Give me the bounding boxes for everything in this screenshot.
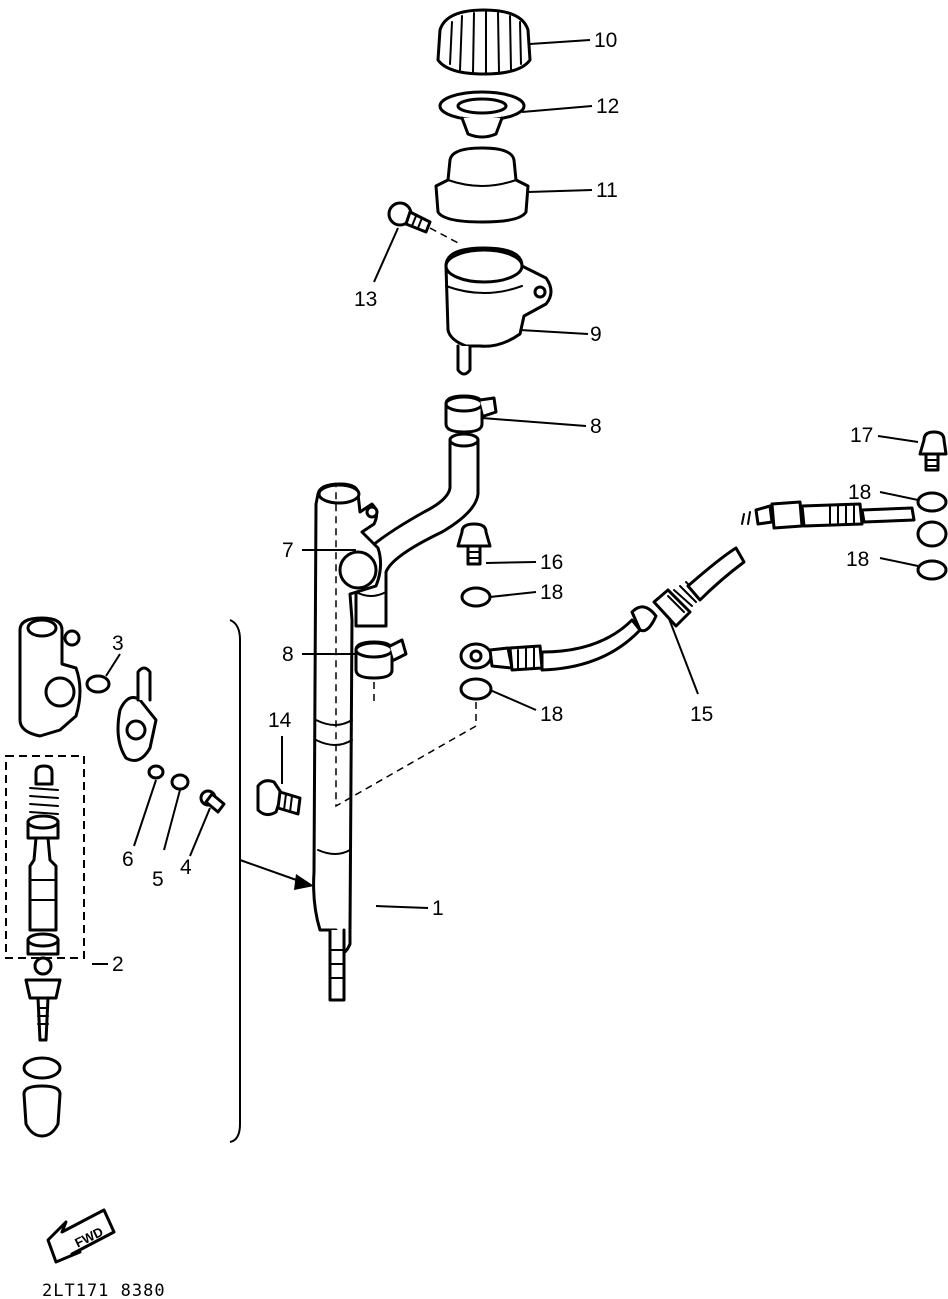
callout-17: 17 xyxy=(850,424,873,447)
washer-right-2 xyxy=(916,559,948,581)
reservoir-hose xyxy=(354,432,480,628)
callout-8-upper: 8 xyxy=(590,415,602,438)
drawing-code: 2LT171 8380 xyxy=(42,1281,166,1299)
callout-10: 10 xyxy=(594,29,617,52)
washer-small xyxy=(147,764,165,780)
callout-18-right-lower: 18 xyxy=(846,548,869,571)
bolt-guide-line xyxy=(429,227,461,245)
union-bolt xyxy=(256,779,302,817)
callout-13: 13 xyxy=(354,288,377,311)
copper-washer-upper xyxy=(460,586,492,608)
o-ring xyxy=(85,674,111,694)
callout-1: 1 xyxy=(432,897,444,920)
reservoir-tank xyxy=(444,246,553,376)
callout-18-right-upper: 18 xyxy=(848,481,871,504)
callout-12: 12 xyxy=(596,95,619,118)
bleed-screw-right xyxy=(918,430,948,472)
fwd-arrow-icon: FWD xyxy=(46,1208,116,1264)
callout-8-lower: 8 xyxy=(282,643,294,666)
banjo-guide-line xyxy=(335,484,477,808)
bleed-screw-center xyxy=(456,522,492,566)
banjo-eye-right xyxy=(916,520,948,548)
hose-clamp-upper xyxy=(444,394,498,434)
copper-washer-lower xyxy=(459,677,493,701)
assembly-arrowhead xyxy=(294,874,314,890)
rear-master-cylinder xyxy=(312,482,383,1002)
hose-joint xyxy=(116,666,158,762)
hose-clamp-lower xyxy=(354,638,408,680)
callout-18-center-lower: 18 xyxy=(540,703,563,726)
callout-11: 11 xyxy=(596,179,618,202)
callout-2: 2 xyxy=(112,953,124,976)
callout-15: 15 xyxy=(690,703,713,726)
brake-hose xyxy=(459,546,746,672)
master-cylinder-body-left xyxy=(18,616,82,738)
assembly-bracket xyxy=(229,619,241,1143)
callout-9: 9 xyxy=(590,323,602,346)
piston-kit xyxy=(22,764,62,1138)
nut-small xyxy=(170,773,190,791)
callout-4: 4 xyxy=(180,856,192,879)
washer-right-1 xyxy=(916,491,948,513)
callout-leaders xyxy=(92,39,919,965)
callout-3: 3 xyxy=(112,632,124,655)
callout-5: 5 xyxy=(152,868,164,891)
reservoir-bolt xyxy=(387,201,432,234)
assembly-arrow-line xyxy=(239,859,303,883)
brake-hose-end xyxy=(741,500,916,530)
callout-18-center-upper: 18 xyxy=(540,581,563,604)
diaphragm-plate xyxy=(438,90,526,139)
diaphragm xyxy=(434,146,530,224)
joint-bolt xyxy=(199,789,226,814)
callout-14: 14 xyxy=(268,709,292,732)
callout-6: 6 xyxy=(122,848,134,871)
callout-16: 16 xyxy=(540,551,563,574)
callout-7: 7 xyxy=(282,539,294,562)
reservoir-cap xyxy=(436,8,532,76)
